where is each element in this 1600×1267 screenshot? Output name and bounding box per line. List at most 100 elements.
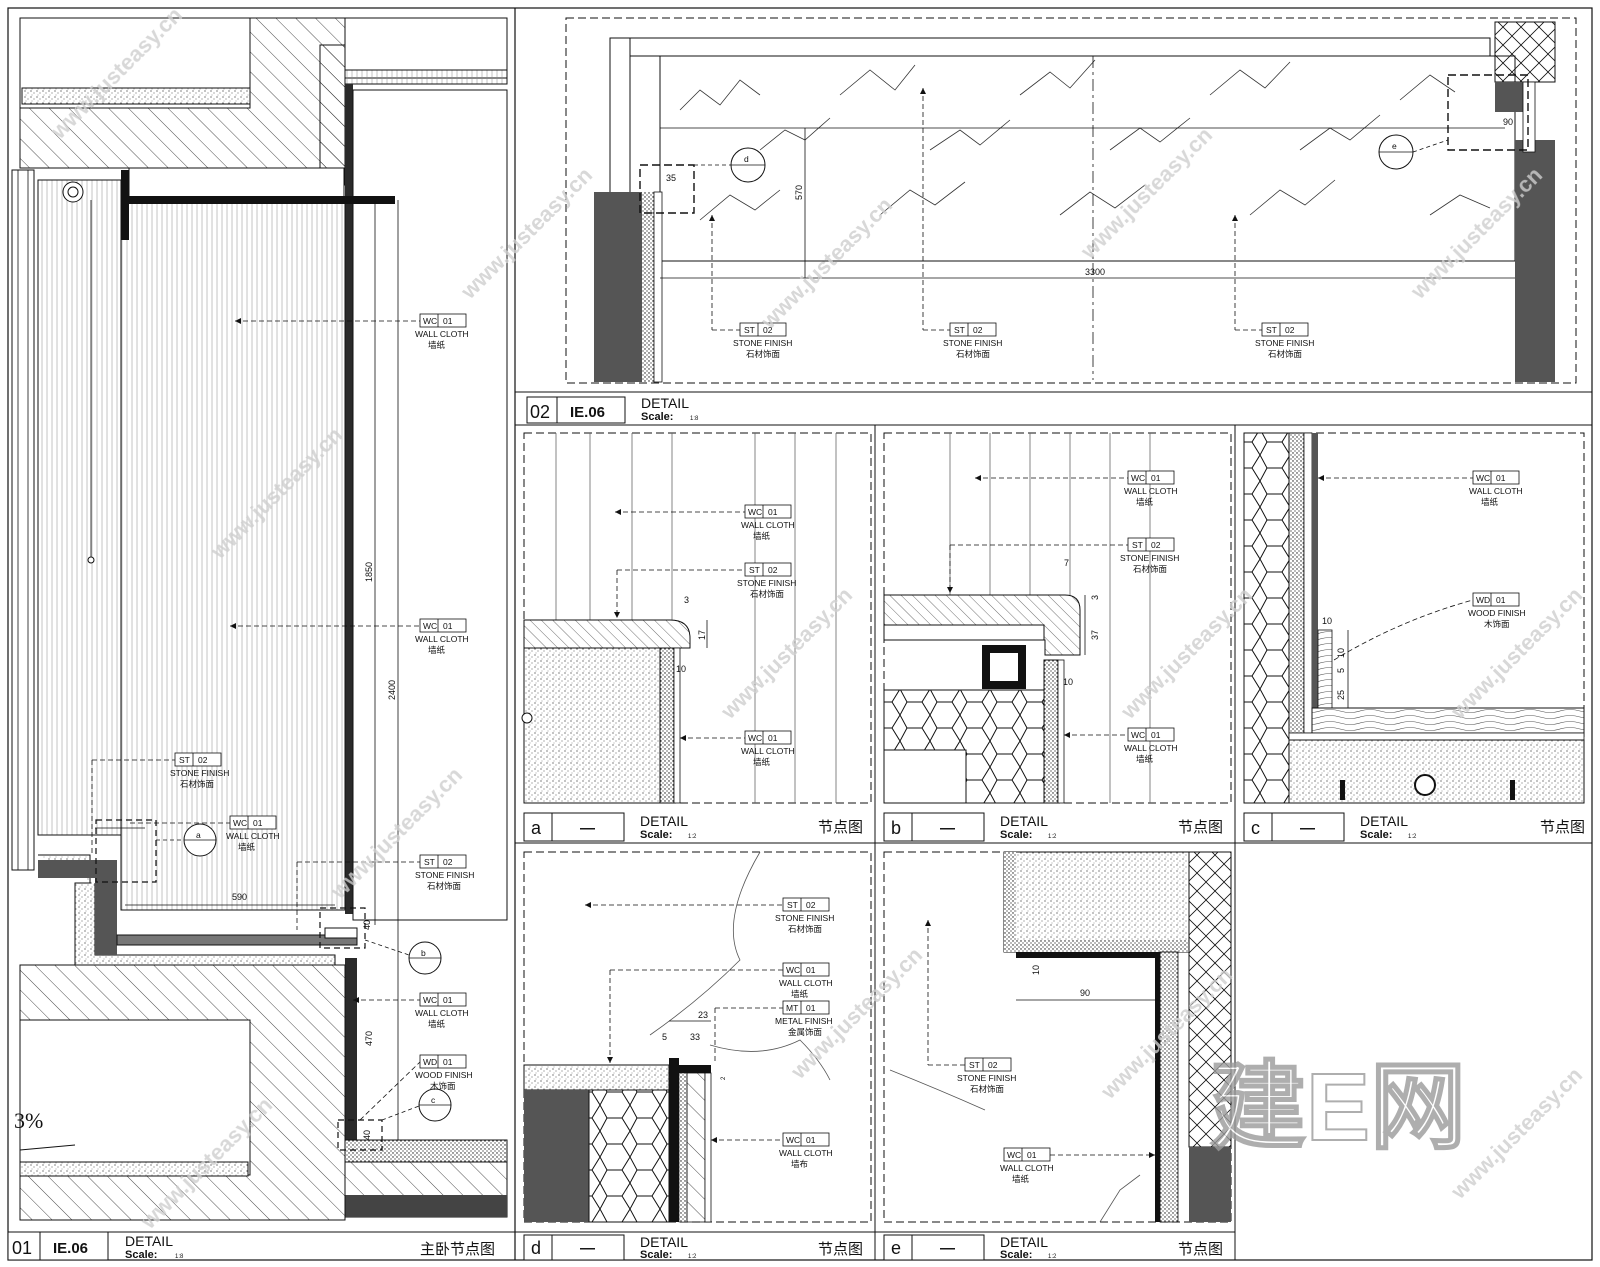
svg-text:02: 02 bbox=[1285, 325, 1295, 335]
svg-text:STONE FINISH: STONE FINISH bbox=[170, 768, 229, 778]
svg-text:石材饰面: 石材饰面 bbox=[788, 924, 823, 934]
tag-d-mt-1: MT 01 METAL FINISH 金属饰面 bbox=[714, 1000, 833, 1063]
svg-text:WALL CLOTH: WALL CLOTH bbox=[1124, 743, 1178, 753]
svg-text:02: 02 bbox=[763, 325, 773, 335]
svg-text:WALL CLOTH: WALL CLOTH bbox=[226, 831, 280, 841]
svg-text:WD: WD bbox=[1476, 595, 1490, 605]
dim-2400: 2400 bbox=[387, 680, 397, 700]
tag-e-st-1: ST 02 STONE FINISH 石材饰面 bbox=[925, 920, 1016, 1094]
panel-e-detail: 90 10 ST 02 STONE FINISH 石材饰面 WC 01 WALL… bbox=[883, 851, 1232, 1261]
svg-text:WALL CLOTH: WALL CLOTH bbox=[741, 746, 795, 756]
svg-text:www.justeasy.cn: www.justeasy.cn bbox=[1445, 1062, 1587, 1204]
svg-text:01: 01 bbox=[806, 1135, 816, 1145]
svg-text:木饰面: 木饰面 bbox=[430, 1081, 456, 1091]
svg-text:墙纸: 墙纸 bbox=[1136, 754, 1154, 764]
panel-02-elevation: 3300 570 90 35 d e ST 02 STON bbox=[526, 17, 1577, 424]
dim-b-7: 7 bbox=[1064, 558, 1069, 568]
tag-e-wc-1: WC 01 WALL CLOTH 墙纸 bbox=[1000, 1147, 1155, 1184]
callout-d[interactable]: d bbox=[694, 147, 766, 183]
svg-text:石材饰面: 石材饰面 bbox=[746, 349, 781, 359]
panel-02-code: IE.06 bbox=[570, 404, 605, 421]
stone-panel bbox=[659, 55, 1516, 262]
svg-text:STONE FINISH: STONE FINISH bbox=[733, 338, 792, 348]
sheet-border bbox=[7, 7, 1593, 1261]
callout-e[interactable]: e bbox=[1378, 134, 1449, 170]
panel-01-main-section: 3% 1850 2400 470 40 40 590 a b bbox=[7, 17, 508, 1261]
panel-e-title: DETAIL bbox=[1000, 1234, 1048, 1250]
panel-02-number: 02 bbox=[530, 402, 550, 422]
dim-d-5: 5 bbox=[662, 1032, 667, 1042]
callout-a[interactable]: a bbox=[156, 823, 217, 857]
svg-text:WALL CLOTH: WALL CLOTH bbox=[415, 634, 469, 644]
detail-box-a bbox=[95, 819, 157, 883]
svg-text:01: 01 bbox=[443, 316, 453, 326]
dim-40-bottom: 40 bbox=[362, 1130, 372, 1140]
panel-b-letter: b bbox=[891, 818, 901, 838]
panel-01-number: 01 bbox=[12, 1238, 32, 1258]
svg-text:墙纸: 墙纸 bbox=[753, 531, 771, 541]
svg-text:01: 01 bbox=[1496, 473, 1506, 483]
panel-a-detail: 17 10 3 WC 01 WALL CLOTH 墙纸 ST 02 STONE … bbox=[521, 432, 872, 842]
svg-text:1:8: 1:8 bbox=[175, 1254, 184, 1260]
svg-text:墙纸: 墙纸 bbox=[1136, 497, 1154, 507]
svg-text:1:2: 1:2 bbox=[1408, 834, 1417, 840]
dim-a-17: 17 bbox=[697, 630, 707, 640]
svg-text:WALL CLOTH: WALL CLOTH bbox=[741, 520, 795, 530]
svg-text:Scale:: Scale: bbox=[1360, 829, 1392, 841]
svg-text:a: a bbox=[196, 830, 201, 840]
watermark-brand: 建E网 bbox=[1210, 1054, 1466, 1161]
detail-box-b bbox=[319, 907, 366, 949]
svg-text:WALL CLOTH: WALL CLOTH bbox=[1124, 486, 1178, 496]
svg-text:Scale:: Scale: bbox=[1000, 829, 1032, 841]
svg-text:WC: WC bbox=[1131, 730, 1145, 740]
dim-b-3: 3 bbox=[1090, 595, 1100, 600]
callout-b[interactable]: b bbox=[364, 939, 442, 975]
svg-text:ST: ST bbox=[179, 755, 190, 765]
svg-text:WALL CLOTH: WALL CLOTH bbox=[1469, 486, 1523, 496]
callout-c[interactable]: c bbox=[381, 1088, 452, 1122]
svg-text:ST: ST bbox=[424, 857, 435, 867]
dim-40-top: 40 bbox=[362, 920, 372, 930]
svg-text:01: 01 bbox=[768, 733, 778, 743]
svg-text:金属饰面: 金属饰面 bbox=[788, 1027, 823, 1037]
svg-text:ST: ST bbox=[749, 565, 760, 575]
tag-main-st-1: ST 02 STONE FINISH 石材饰面 bbox=[91, 752, 229, 855]
svg-text:01: 01 bbox=[1027, 1150, 1037, 1160]
panel-01-code: IE.06 bbox=[53, 1240, 88, 1257]
panel-c-letter: c bbox=[1251, 818, 1260, 838]
svg-text:WC: WC bbox=[748, 507, 762, 517]
svg-text:01: 01 bbox=[768, 507, 778, 517]
panel-d-title: DETAIL bbox=[640, 1234, 688, 1250]
svg-text:02: 02 bbox=[198, 755, 208, 765]
svg-text:STONE FINISH: STONE FINISH bbox=[415, 870, 474, 880]
svg-text:ST: ST bbox=[787, 900, 798, 910]
tag-d-wc-2: WC 01 WALL CLOTH 墙布 bbox=[711, 1132, 833, 1169]
svg-text:墙纸: 墙纸 bbox=[238, 842, 256, 852]
svg-text:www.justeasy.cn: www.justeasy.cn bbox=[1115, 582, 1257, 724]
svg-text:Scale:: Scale: bbox=[640, 829, 672, 841]
dim-1850: 1850 bbox=[364, 562, 374, 582]
svg-text:01: 01 bbox=[1151, 473, 1161, 483]
svg-text:1:2: 1:2 bbox=[688, 1254, 697, 1260]
panel-d-cn-title: 节点图 bbox=[818, 1241, 863, 1258]
panel-e-cn-title: 节点图 bbox=[1178, 1241, 1223, 1258]
svg-text:WD: WD bbox=[423, 1057, 437, 1067]
wall-dark-strip bbox=[345, 84, 353, 914]
svg-text:Scale:: Scale: bbox=[640, 1249, 672, 1261]
panel-a-title: DETAIL bbox=[640, 813, 688, 829]
svg-text:墙纸: 墙纸 bbox=[1012, 1174, 1030, 1184]
tag-main-wc-3: WC 01 WALL CLOTH 墙纸 bbox=[130, 815, 280, 852]
dim-90: 90 bbox=[1503, 117, 1513, 127]
dim-d-33: 33 bbox=[690, 1032, 700, 1042]
svg-text:01: 01 bbox=[806, 1003, 816, 1013]
svg-text:02: 02 bbox=[1151, 540, 1161, 550]
svg-text:墙纸: 墙纸 bbox=[428, 645, 446, 655]
panel-01-cn-title: 主卧节点图 bbox=[420, 1241, 495, 1258]
svg-text:01: 01 bbox=[1496, 595, 1506, 605]
dim-590: 590 bbox=[232, 892, 247, 902]
svg-text:STONE FINISH: STONE FINISH bbox=[1255, 338, 1314, 348]
svg-text:1:8: 1:8 bbox=[690, 416, 699, 422]
svg-text:1:2: 1:2 bbox=[1048, 834, 1057, 840]
svg-text:02: 02 bbox=[806, 900, 816, 910]
svg-text:c: c bbox=[431, 1095, 436, 1105]
